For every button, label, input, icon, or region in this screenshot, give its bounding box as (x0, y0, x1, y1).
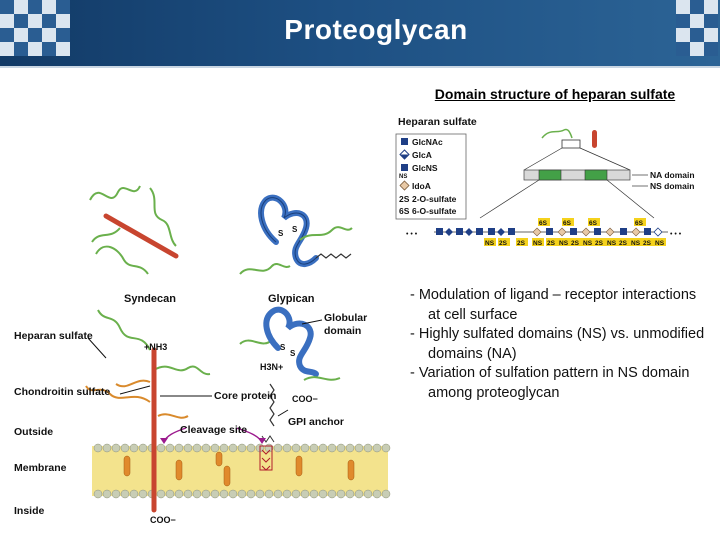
gpi-anchor-label: GPI anchor (288, 416, 345, 428)
glcnac-legend-icon (401, 138, 408, 145)
glcns-legend-icon (401, 164, 408, 171)
svg-text:NS: NS (583, 240, 593, 247)
glypican-illustration (239, 194, 353, 275)
glypican-s2: S (292, 225, 298, 234)
svg-text:2S: 2S (499, 240, 508, 247)
core-protein-top (592, 130, 597, 148)
glypican-s3: S (280, 343, 286, 352)
idoa-legend-icon (399, 180, 410, 191)
chain-dots-left: • • • (406, 231, 418, 238)
inside-label: Inside (14, 505, 45, 517)
checker-decoration-right (676, 0, 720, 66)
na-domain-label: NA domain (650, 170, 695, 180)
ns-domain-label: NS domain (650, 181, 694, 191)
svg-text:2S: 2S (547, 240, 556, 247)
bullet-item: - Variation of sulfation pattern in NS d… (410, 365, 690, 401)
ns-domain-block-2 (584, 169, 608, 181)
coo-top-label: COO− (292, 394, 318, 404)
syndecan-membrane-illustration (85, 309, 211, 513)
legend-label-glcnac: GlcNAc (412, 137, 443, 147)
membrane-label: Membrane (14, 462, 67, 474)
h3n-label: H3N+ (260, 362, 283, 372)
bullet-item: - Highly sulfated domains (NS) vs. unmod… (410, 326, 705, 362)
legend-label-idoa: IdoA (412, 181, 431, 191)
svg-text:6S: 6S (563, 220, 572, 227)
svg-text:2S: 2S (643, 240, 652, 247)
bottom-sulfate-tags: NS 2S NS 2S NS 2S NS 2S NS 2S NS 2S NS 2… (484, 238, 666, 247)
hs-legend-title: Heparan sulfate (398, 116, 477, 128)
svg-text:6S: 6S (635, 220, 644, 227)
svg-text:6S: 6S (539, 220, 548, 227)
bullet-item: - Modulation of ligand – receptor intera… (410, 287, 697, 323)
glypican-label: Glypican (268, 293, 315, 305)
heparan-sulfate-domain-diagram: Heparan sulfate GlcNAc GlcA GlcNS NS Ido… (395, 116, 695, 247)
heparan-sulfate-label: Heparan sulfate (14, 330, 93, 342)
hs-subtitle: Domain structure of heparan sulfate (434, 86, 676, 102)
glypican-s1: S (278, 229, 284, 238)
proteoglycan-membrane-illustration: Syndecan S S Glypican +NH3 (85, 185, 391, 525)
svg-text:2S: 2S (595, 240, 604, 247)
legend-label-6s: 6-O-sulfate (412, 206, 457, 216)
svg-text:2S: 2S (619, 240, 628, 247)
svg-text:6S: 6S (589, 220, 598, 227)
hs-core-top (561, 139, 581, 149)
cleavage-site-label: Cleavage site (180, 424, 248, 436)
legend-code-6s: 6S (399, 206, 410, 216)
chondroitin-sulfate-label: Chondroitin sulfate (14, 386, 111, 398)
svg-text:NS: NS (559, 240, 569, 247)
coo-bottom-label: COO− (150, 515, 176, 525)
svg-text:NS: NS (533, 240, 543, 247)
hs-legend-box (395, 133, 467, 220)
glypican-membrane-illustration (239, 306, 341, 471)
svg-text:NS: NS (485, 240, 495, 247)
lipid-bilayer (92, 443, 391, 499)
svg-text:NS: NS (631, 240, 641, 247)
chain-dots-right: • • • (670, 231, 682, 238)
legend-code-2s: 2S (399, 194, 410, 204)
glypican-s4: S (290, 349, 296, 358)
globular-domain-label: Globular domain (324, 312, 368, 337)
header-divider (0, 66, 720, 68)
legend-label-glcns: GlcNS (412, 163, 438, 173)
svg-text:NS: NS (655, 240, 665, 247)
top-sulfate-tags: 6S 6S 6S 6S (538, 218, 646, 227)
nh3-label: +NH3 (144, 342, 167, 352)
hs-chain-top (541, 128, 573, 139)
syndecan-label: Syndecan (124, 293, 176, 305)
key-points-list: - Modulation of ligand – receptor intera… (410, 286, 710, 403)
legend-label-glca: GlcA (412, 150, 432, 160)
svg-text:2S: 2S (571, 240, 580, 247)
checker-decoration-left (0, 0, 84, 66)
svg-text:NS: NS (607, 240, 617, 247)
slide-title: Proteoglycan (284, 14, 468, 45)
hs-sugar-chain (436, 227, 663, 237)
syndecan-core-protein (103, 213, 179, 259)
legend-code-ns: NS (399, 174, 407, 180)
legend-label-2s: 2-O-sulfate (412, 194, 457, 204)
ns-domain-block-1 (538, 169, 562, 181)
svg-text:2S: 2S (517, 240, 526, 247)
slide-header: Proteoglycan (0, 0, 720, 66)
syndecan-illustration (89, 185, 179, 275)
outside-label: Outside (14, 426, 54, 438)
hs-domain-strip (523, 169, 631, 181)
core-protein-label: Core protein (214, 390, 277, 402)
